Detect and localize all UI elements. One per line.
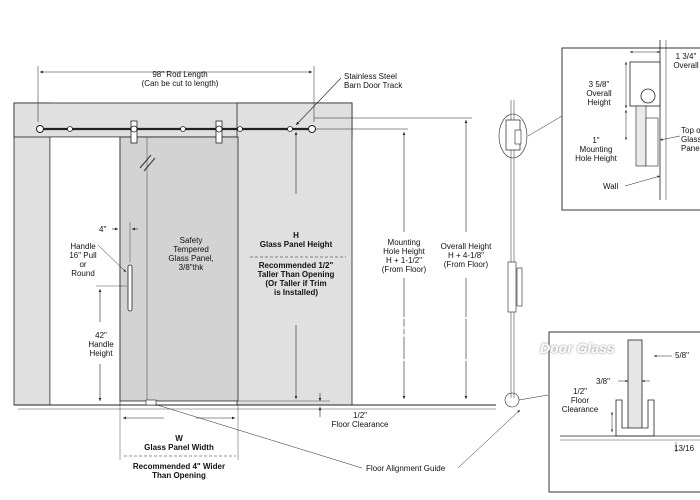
bottom-detail-1316-label: 13/16 — [674, 444, 695, 453]
front-view — [13, 66, 521, 469]
watermark-box — [374, 317, 486, 361]
door-handle — [127, 264, 133, 312]
top-detail-overall-label: 1 3/4"Overall — [673, 52, 699, 70]
glass-panel — [119, 136, 239, 402]
top-detail — [561, 40, 700, 211]
roller-left — [130, 120, 138, 144]
glass-reflection — [139, 154, 152, 169]
floor-guide-label: Floor Alignment Guide — [366, 464, 446, 473]
height-recommendation: Recommended 1/2"Taller Than Opening (Or … — [257, 261, 335, 297]
bottom-detail-58-label: 5/8" — [675, 351, 689, 360]
watermark-logo: REXI — [396, 322, 465, 349]
bottom-detail — [548, 331, 700, 493]
top-detail-height-label: 3 5/8"Overall Height — [586, 80, 612, 107]
bottom-detail-callout — [504, 392, 520, 408]
side-view — [498, 100, 563, 408]
bottom-detail-clearance-label: 1/2"Floor Clearance — [561, 387, 599, 414]
handle-offset-label: 4" — [99, 225, 107, 234]
rod-length-label: 98" Rod Length(Can be cut to length) — [141, 70, 219, 88]
top-detail-wall-label: Wall — [603, 182, 619, 191]
handle-height-label: 42"Handle Height — [88, 331, 114, 358]
floor-clearance-label: 1/2"Floor Clearance — [331, 411, 389, 429]
door-opening — [49, 136, 121, 406]
bottom-detail-38-label: 3/8" — [596, 377, 610, 386]
top-detail-mounting-label: 1"Mounting Hole Height — [575, 136, 617, 163]
top-detail-callout — [498, 113, 528, 159]
roller-right — [215, 120, 223, 144]
wall-right — [236, 102, 353, 406]
watermark-door-glass: Door Glass — [540, 340, 615, 356]
wall-left — [13, 102, 51, 406]
